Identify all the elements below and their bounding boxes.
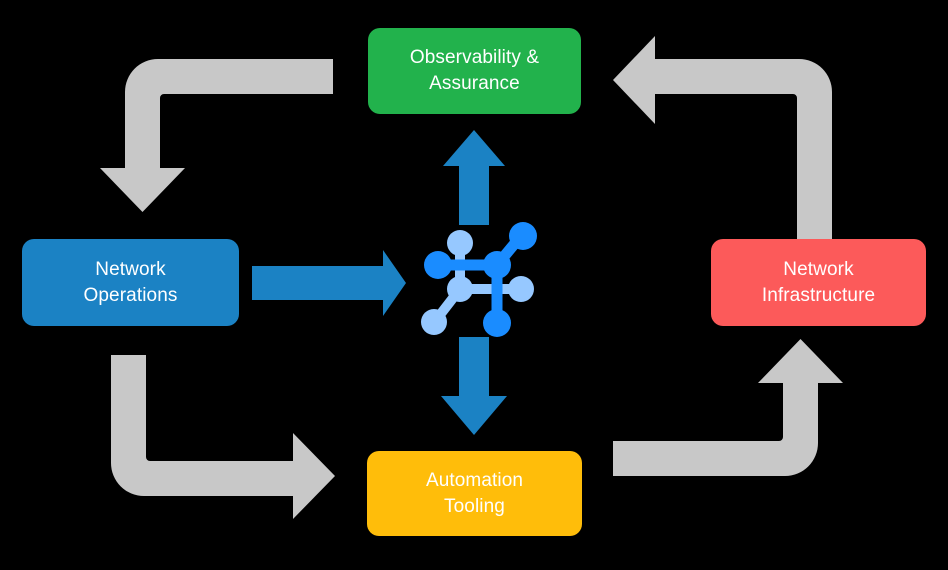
gray-arrow-observability-to-operations — [100, 59, 333, 212]
topology-node-topright-dark — [509, 222, 537, 250]
blue-arrow-center-to-automation — [441, 337, 507, 435]
topology-node-bottom-dark — [483, 309, 511, 337]
gray-arrow-infrastructure-to-observability — [613, 36, 832, 250]
node-network-infrastructure[interactable]: Network Infrastructure — [711, 239, 926, 326]
topology-node-hub-dark — [483, 251, 511, 279]
node-observability-assurance[interactable]: Observability & Assurance — [368, 28, 581, 114]
gray-arrow-automation-to-infrastructure — [613, 339, 843, 476]
topology-node-bottomleft-light — [421, 309, 447, 335]
topology-node-top-light — [447, 230, 473, 256]
topology-node-right-light — [508, 276, 534, 302]
network-topology-icon — [421, 222, 537, 337]
blue-arrow-center-to-observability — [443, 130, 505, 225]
topology-node-center-light — [447, 276, 473, 302]
gray-arrow-operations-to-automation — [111, 355, 335, 519]
blue-arrow-operations-to-center — [252, 250, 406, 316]
node-network-operations[interactable]: Network Operations — [22, 239, 239, 326]
topology-node-left-dark — [424, 251, 452, 279]
node-automation-tooling[interactable]: Automation Tooling — [367, 451, 582, 536]
